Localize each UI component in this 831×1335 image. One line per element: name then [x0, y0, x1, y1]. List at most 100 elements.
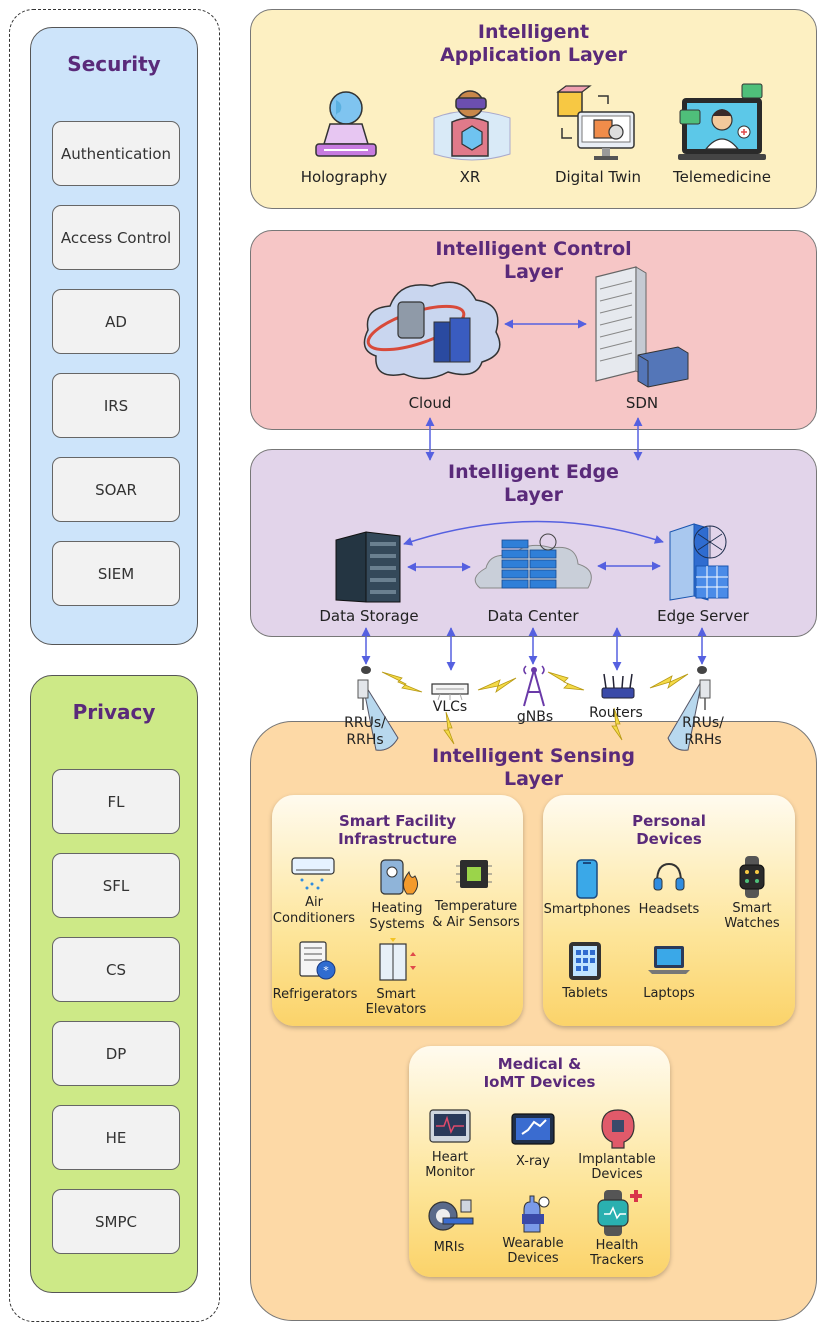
sensing-layer-title-2: Layer: [504, 768, 563, 790]
smart-facility-title-1: Smart Facility: [338, 812, 457, 830]
x-ray-icon: [511, 1113, 555, 1145]
xr-icon: [433, 90, 511, 161]
control-layer: Intelligent Control Layer: [250, 230, 817, 430]
security-panel: Security Authentication Access Control A…: [30, 27, 198, 645]
gnb-icon: [523, 665, 545, 707]
wearable-device-icon: [522, 1195, 550, 1233]
heart-monitor-label-2: Monitor: [425, 1165, 475, 1180]
router-label: Routers: [589, 705, 643, 721]
cloud-icon: [363, 281, 501, 380]
privacy-item-cs: CS: [52, 937, 180, 1002]
router-icon: [601, 673, 635, 699]
security-item-access-control: Access Control: [52, 205, 180, 270]
privacy-title: Privacy: [72, 700, 156, 724]
air-conditioner-label-1: Air: [305, 895, 323, 910]
smart-elevator-label-2: Elevators: [365, 1002, 427, 1017]
data-center-icon: [474, 533, 592, 589]
heart-monitor-label-1: Heart: [431, 1150, 469, 1165]
smartwatch-label-1: Smart: [732, 901, 772, 916]
tablet-icon: [569, 942, 601, 980]
sdn-icon: [595, 266, 689, 388]
privacy-item-dp: DP: [52, 1021, 180, 1086]
digital-twin-label: Digital Twin: [554, 168, 642, 186]
privacy-item-fl: FL: [52, 769, 180, 834]
mri-icon: [428, 1199, 474, 1231]
smart-facility-group: Smart Facility Infrastructure: [272, 795, 523, 1026]
edge-layer-title-2: Layer: [504, 484, 563, 506]
smartphone-label: Smartphones: [543, 902, 631, 917]
security-item-authentication: Authentication: [52, 121, 180, 186]
control-layer-title-1: Intelligent Control: [435, 238, 632, 260]
personal-devices-group: Personal Devices: [543, 795, 795, 1026]
telemedicine-label: Telemedicine: [673, 168, 771, 186]
implantable-device-icon: [601, 1109, 635, 1149]
air-conditioner-icon: [291, 857, 335, 890]
smartwatch-label-2: Watches: [724, 916, 780, 931]
edge-server-label: Edge Server: [657, 607, 749, 625]
application-layer-title-2: Application Layer: [440, 44, 627, 66]
tablet-label: Tablets: [562, 986, 608, 1001]
headset-label: Headsets: [638, 902, 700, 917]
temperature-sensor-label-1: Temperature: [434, 899, 518, 914]
smartwatch-icon: [739, 856, 765, 898]
vlc-label: VLCs: [432, 699, 468, 715]
sensing-layer-title-1: Intelligent Sensing: [432, 745, 635, 767]
refrigerator-label: Refrigerators: [272, 987, 358, 1002]
laptop-label: Laptops: [643, 986, 695, 1001]
security-item-siem: SIEM: [52, 541, 180, 606]
rrh-left-icon: [357, 666, 371, 710]
smartphone-icon: [576, 859, 598, 899]
privacy-item-sfl: SFL: [52, 853, 180, 918]
telemedicine-icon: [678, 83, 766, 160]
headset-icon: [653, 862, 685, 891]
medical-iomt-group: Medical & IoMT Devices: [409, 1046, 670, 1277]
digital-twin-icon: [556, 85, 635, 160]
implantable-device-label-2: Devices: [591, 1167, 643, 1182]
heating-system-label-1: Heating: [371, 901, 423, 916]
data-storage-icon: [335, 531, 401, 603]
rrh-right-label-1: RRUs/: [682, 715, 724, 731]
air-conditioner-label-2: Conditioners: [272, 911, 356, 926]
health-tracker-icon: [597, 1190, 642, 1236]
privacy-item-smpc: SMPC: [52, 1189, 180, 1254]
refrigerator-icon: *: [299, 941, 336, 980]
edge-server-icon: [669, 523, 729, 601]
security-item-ad: AD: [52, 289, 180, 354]
wearable-device-label-2: Devices: [507, 1251, 559, 1266]
security-item-soar: SOAR: [52, 457, 180, 522]
implantable-device-label-1: Implantable: [578, 1152, 656, 1167]
svg-text:*: *: [323, 964, 329, 977]
rrh-right-label-2: RRHs: [684, 732, 722, 748]
heating-system-label-2: Systems: [369, 917, 425, 932]
rrh-left-label-1: RRUs/: [344, 715, 386, 731]
smart-elevator-icon: [379, 938, 416, 981]
temperature-sensor-label-2: & Air Sensors: [432, 915, 520, 930]
privacy-panel: Privacy FL SFL CS DP HE SMPC: [30, 675, 198, 1293]
holography-icon: [315, 91, 377, 157]
application-layer-title-1: Intelligent: [477, 21, 590, 43]
personal-devices-title-1: Personal: [632, 812, 706, 830]
medical-title-1: Medical &: [497, 1055, 582, 1073]
data-storage-label: Data Storage: [319, 607, 419, 625]
security-privacy-frame: [9, 9, 220, 1322]
smart-facility-title-2: Infrastructure: [338, 830, 457, 848]
vlc-icon: [431, 683, 469, 701]
health-tracker-label-2: Trackers: [590, 1253, 644, 1268]
sdn-label: SDN: [625, 394, 659, 412]
temperature-sensor-icon: [456, 860, 492, 888]
personal-devices-title-2: Devices: [636, 830, 702, 848]
rrh-left-label-2: RRHs: [346, 732, 384, 748]
edge-layer-title-1: Intelligent Edge: [448, 461, 619, 483]
smart-elevator-label-1: Smart: [376, 987, 416, 1002]
privacy-item-he: HE: [52, 1105, 180, 1170]
medical-title-2: IoMT Devices: [483, 1073, 596, 1091]
security-item-irs: IRS: [52, 373, 180, 438]
control-layer-title-2: Layer: [504, 261, 563, 283]
laptop-icon: [648, 946, 690, 974]
health-tracker-label-1: Health: [595, 1238, 639, 1253]
heating-system-icon: [380, 859, 419, 895]
mri-label: MRIs: [433, 1240, 465, 1255]
wearable-device-label-1: Wearable: [502, 1236, 564, 1251]
x-ray-label: X-ray: [516, 1154, 550, 1169]
